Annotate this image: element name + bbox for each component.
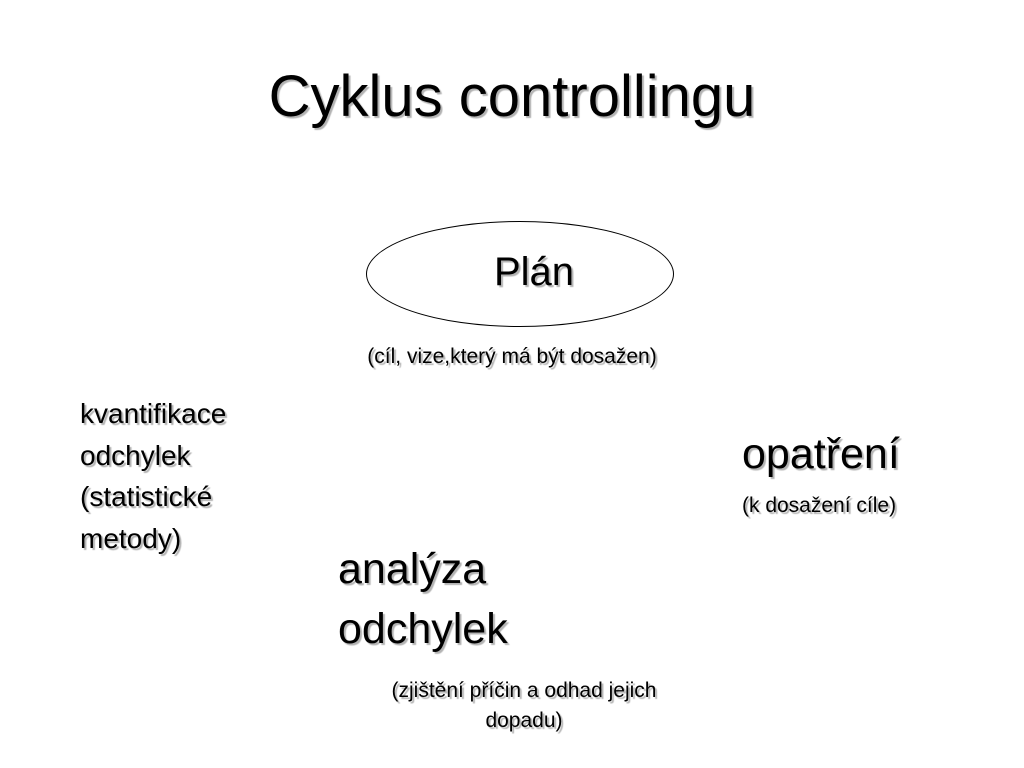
analyza-note-line: dopadu) [485, 709, 563, 732]
opatreni-label: opatření [742, 430, 900, 478]
kvantifikace-line: odchylek [80, 439, 191, 471]
analyza-line: analýza [338, 545, 487, 593]
analyza-line: odchylek [338, 605, 508, 653]
plan-ellipse [366, 221, 674, 327]
analyza-note: (zjištění příčin a odhad jejich dopadu) [340, 676, 708, 736]
kvantifikace-line: metody) [80, 522, 182, 554]
analyza-odchylek-label: analýza odchylek [338, 539, 508, 659]
plan-note: (cíl, vize,který má být dosažen) [367, 345, 657, 368]
kvantifikace-line: kvantifikace [80, 398, 227, 429]
opatreni-note: (k dosažení cíle) [742, 494, 897, 517]
slide-title: Cyklus controllingu [268, 64, 756, 129]
kvantifikace-odchylek-text: kvantifikace odchylek (statistické metod… [80, 393, 280, 559]
kvantifikace-line: (statistické [80, 481, 213, 512]
plan-label: Plán [493, 250, 575, 294]
analyza-note-line: (zjištění příčin a odhad jejich [391, 679, 657, 702]
